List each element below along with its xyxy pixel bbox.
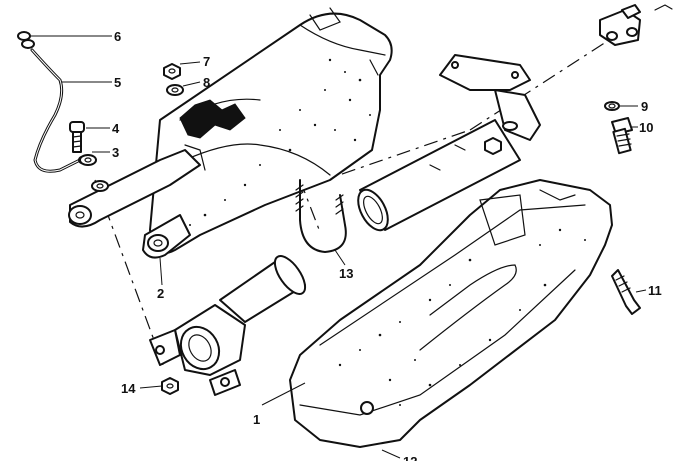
leader-lines [30,35,647,459]
hardware-right [604,101,633,155]
label-part-13: 13 [339,266,353,281]
lower-shroud [289,179,613,448]
label-part-6: 6 [114,29,121,44]
label-part-5: 5 [114,75,121,90]
label-part-10: 10 [639,120,653,135]
label-part-7: 7 [203,54,210,69]
top-right-fitting [599,4,673,46]
u-bolt [295,179,347,253]
label-part-8: 8 [203,75,210,90]
part-labels: 6 5 4 3 7 8 2 13 14 1 9 10 11 12 [112,29,662,461]
label-part-14: 14 [121,381,136,396]
lower-bracket-arm [68,149,201,259]
label-part-4: 4 [112,121,120,136]
label-part-9: 9 [641,99,648,114]
label-part-2: 2 [157,286,164,301]
label-part-11: 11 [648,283,662,298]
screw-11 [611,269,641,315]
label-part-12: 12 [403,454,417,461]
inner-tube [357,119,521,232]
lower-tube-clamp [149,255,307,396]
label-part-3: 3 [112,145,119,160]
upper-mount-bracket [439,54,541,155]
upper-column-housing [149,7,393,255]
label-part-1: 1 [253,412,260,427]
hardware-left [17,31,184,192]
